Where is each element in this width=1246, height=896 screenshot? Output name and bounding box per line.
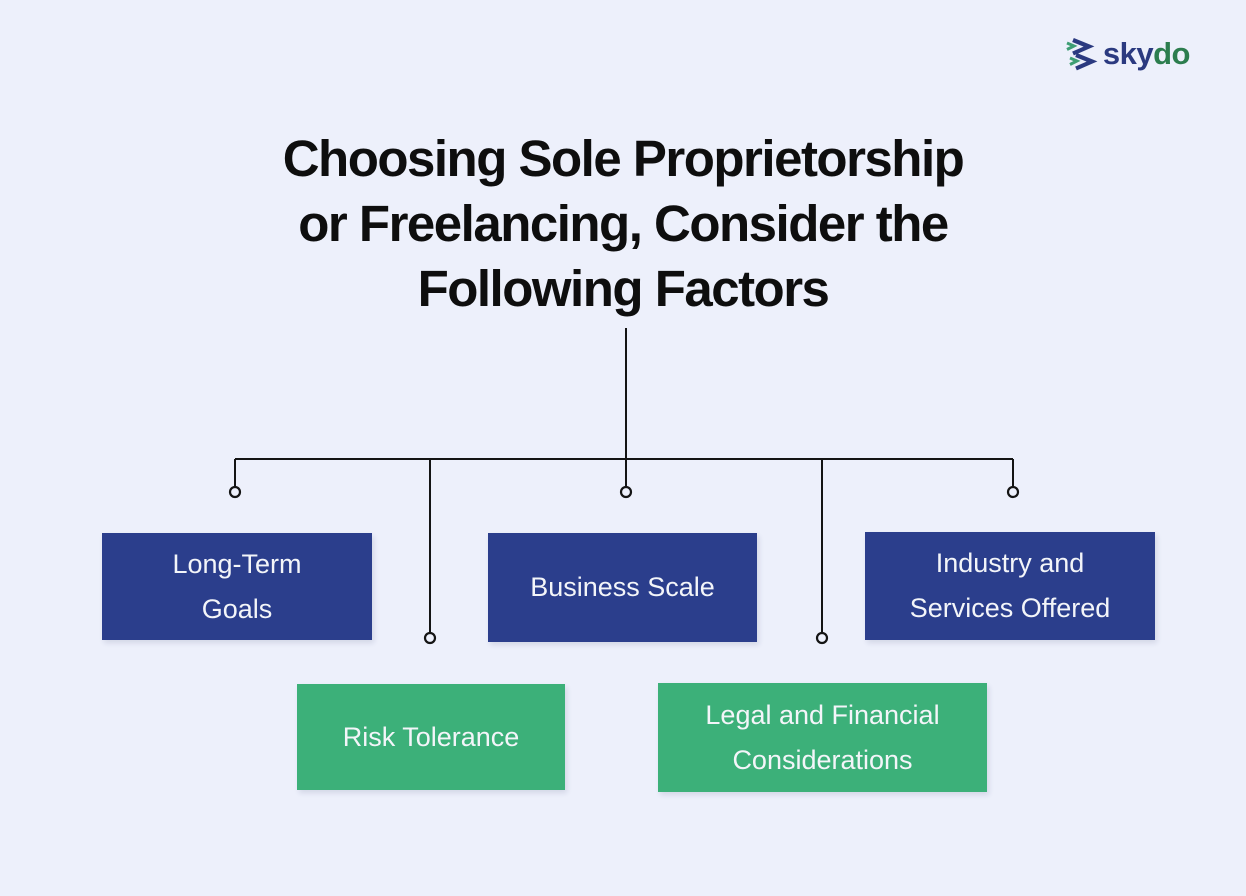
- connector-terminal-circle: [423, 631, 437, 645]
- factor-box-industry-services: Industry and Services Offered: [865, 532, 1155, 640]
- factor-label: Risk Tolerance: [342, 721, 520, 752]
- connector-terminal-circle: [1006, 485, 1020, 499]
- connector-terminal-circle: [815, 631, 829, 645]
- logo-text-sky: sky: [1102, 36, 1154, 71]
- connector-terminal-circle: [619, 485, 633, 499]
- factor-label: Legal and Financial Considerations: [705, 699, 940, 775]
- logo-text-do: do: [1153, 36, 1190, 71]
- skydo-chevrons-icon: [1066, 38, 1098, 71]
- factor-box-long-term-goals: Long-Term Goals: [102, 533, 372, 640]
- factor-box-risk-tolerance: Risk Tolerance: [297, 684, 565, 790]
- factor-label: Industry and Services Offered: [909, 548, 1111, 623]
- page-title: Choosing Sole Proprietorship or Freelanc…: [282, 130, 965, 317]
- skydo-logo-text: skydo: [1102, 36, 1191, 72]
- factor-box-legal-financial: Legal and Financial Considerations: [658, 683, 987, 792]
- connector-terminal-circle: [228, 485, 242, 499]
- factor-label: Long-Term Goals: [172, 548, 302, 624]
- factor-label: Business Scale: [530, 572, 715, 602]
- factor-box-business-scale: Business Scale: [488, 533, 757, 642]
- skydo-logo: skydo: [1064, 36, 1190, 72]
